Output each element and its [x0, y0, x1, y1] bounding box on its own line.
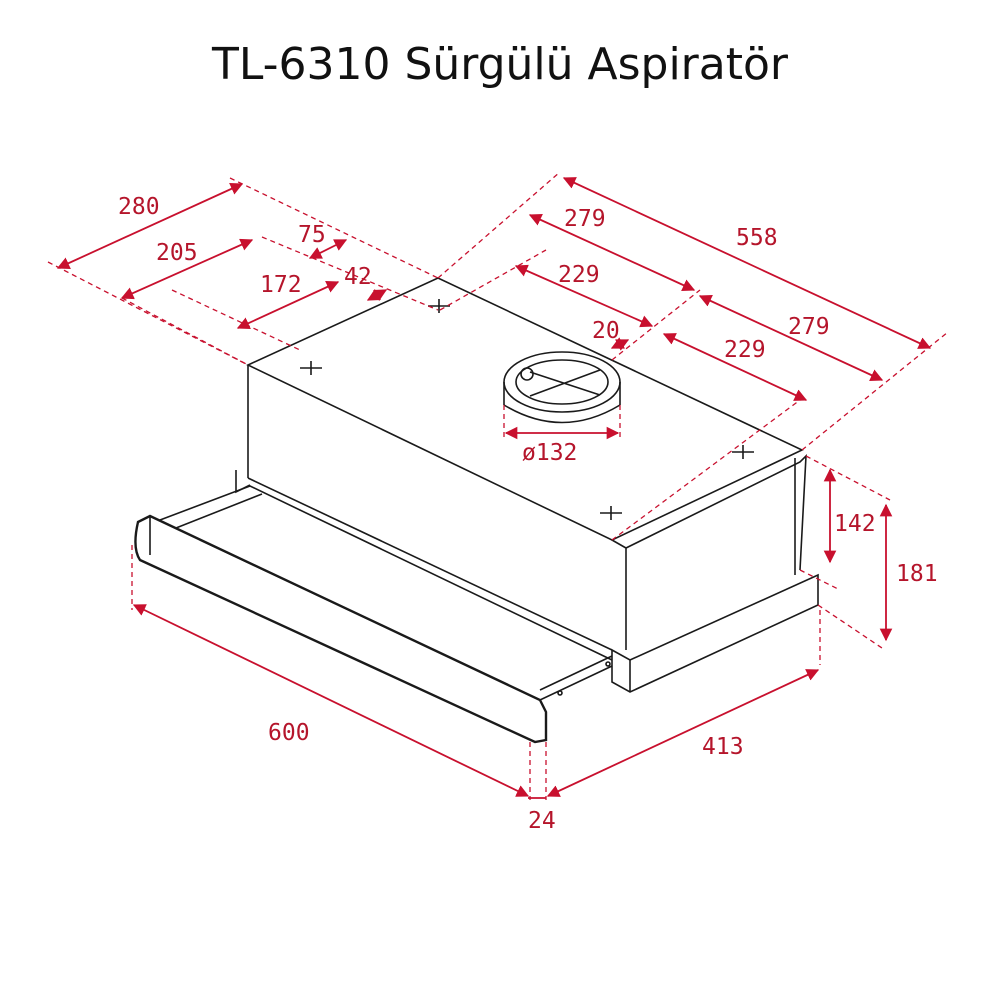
- dim-label-20: 20: [592, 318, 620, 344]
- hood-right-face-top: [625, 453, 807, 571]
- dim-label-279-right: 279: [788, 314, 830, 340]
- tray-rail-mid: [539, 655, 613, 691]
- dim-label-42: 42: [344, 264, 372, 290]
- dim-label-280: 280: [118, 194, 160, 220]
- dim-line-413: [546, 669, 820, 797]
- dim-line-42: [366, 288, 388, 302]
- hood-plinth: [611, 573, 819, 693]
- mount-hole-2: [428, 299, 450, 313]
- dim-label-229-right: 229: [724, 337, 766, 363]
- dim-line-280: [56, 182, 244, 270]
- exhaust-outlet: [503, 351, 621, 424]
- dim-label-142: 142: [834, 511, 876, 537]
- dim-label-558: 558: [736, 225, 778, 251]
- dim-label-outlet-diameter: ø132: [522, 440, 577, 466]
- dim-line-229-top: [514, 264, 654, 328]
- dim-line-600: [132, 604, 530, 797]
- dim-label-279-top: 279: [564, 206, 606, 232]
- dim-line-205: [120, 238, 254, 300]
- dim-label-75: 75: [298, 222, 326, 248]
- dim-label-24: 24: [528, 808, 556, 834]
- hood-top-face: [246, 277, 804, 541]
- extension-lines: [47, 171, 949, 800]
- dimension-labels: 280 205 75 172 42 279 558 229 20 279 229…: [118, 194, 938, 834]
- dim-label-181: 181: [896, 561, 938, 587]
- mount-hole-1: [300, 361, 322, 375]
- mount-hole-4: [600, 506, 622, 520]
- dim-line-229-right: [662, 333, 808, 401]
- tray-rail-back: [159, 485, 613, 661]
- tray-visor-bar: [134, 514, 548, 744]
- dim-label-172: 172: [260, 272, 302, 298]
- dim-line-172: [236, 281, 340, 329]
- hood-body: [134, 277, 819, 744]
- dim-label-229-top: 229: [558, 262, 600, 288]
- page-title: TL-6310 Sürgülü Aspiratör: [212, 39, 788, 90]
- dim-label-600: 600: [268, 720, 310, 746]
- dim-label-205: 205: [156, 240, 198, 266]
- mount-hole-3: [732, 445, 754, 459]
- tray-screw-2: [605, 661, 611, 667]
- tray-rail-inner: [175, 493, 263, 529]
- dimension-lines: [56, 177, 932, 799]
- dim-line-20: [610, 337, 630, 351]
- hood-front-lower-edge: [247, 477, 613, 651]
- hood-front-corner: [611, 539, 627, 650]
- dim-label-413: 413: [702, 734, 744, 760]
- dim-line-75: [308, 239, 348, 259]
- tray-screw: [557, 690, 563, 696]
